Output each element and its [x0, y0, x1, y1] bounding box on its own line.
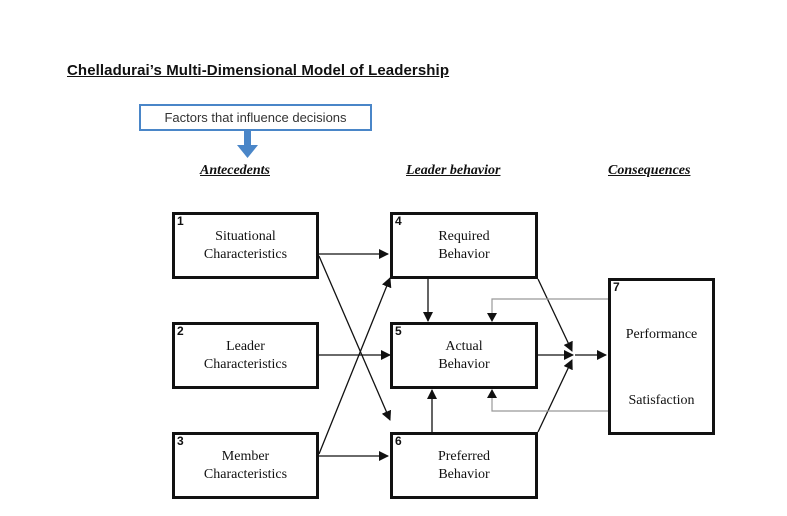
box-label: Member Characteristics: [203, 448, 288, 482]
arrow-1-to-6: [318, 255, 392, 421]
label-satisfaction: Satisfaction: [628, 393, 695, 408]
heading-consequences: Consequences: [608, 163, 691, 178]
arrow-6-to-junction: [537, 359, 573, 433]
feedback-top-arrowhead: [487, 313, 497, 322]
box-number: 5: [395, 324, 402, 338]
box-number: 3: [177, 434, 184, 448]
box-number: 6: [395, 434, 402, 448]
heading-leader-behavior: Leader behavior: [406, 163, 501, 178]
label-performance: Performance: [625, 327, 698, 342]
page-title: Chelladurai’s Multi-Dimensional Model of…: [67, 62, 450, 79]
box-preferred-behavior: 6 Preferred Behavior: [390, 432, 538, 499]
feedback-performance-to-5: [491, 298, 608, 319]
callout-down-arrow: [237, 131, 258, 158]
box-label: Actual Behavior: [438, 338, 490, 372]
box-label: Preferred Behavior: [437, 448, 491, 482]
box-number: 7: [613, 280, 620, 294]
feedback-bottom-arrowhead: [487, 389, 497, 398]
box-number: 1: [177, 214, 184, 228]
heading-antecedents: Antecedents: [200, 163, 270, 178]
box-label: Situational Characteristics: [203, 228, 288, 262]
box-leader-characteristics: 2 Leader Characteristics: [172, 322, 319, 389]
arrow-4-to-junction: [537, 278, 573, 352]
arrow-3-to-4: [318, 277, 392, 455]
box-actual-behavior: 5 Actual Behavior: [390, 322, 538, 389]
callout-text: Factors that influence decisions: [164, 110, 347, 125]
box-label: Required Behavior: [438, 228, 490, 262]
box-label: Leader Characteristics: [203, 338, 288, 372]
feedback-satisfaction-to-5: [491, 392, 608, 412]
box-consequences: 7 Performance Satisfaction: [608, 278, 715, 435]
factors-callout: Factors that influence decisions: [139, 104, 372, 131]
box-number: 2: [177, 324, 184, 338]
box-situational-characteristics: 1 Situational Characteristics: [172, 212, 319, 279]
box-required-behavior: 4 Required Behavior: [390, 212, 538, 279]
box-number: 4: [395, 214, 402, 228]
box-member-characteristics: 3 Member Characteristics: [172, 432, 319, 499]
